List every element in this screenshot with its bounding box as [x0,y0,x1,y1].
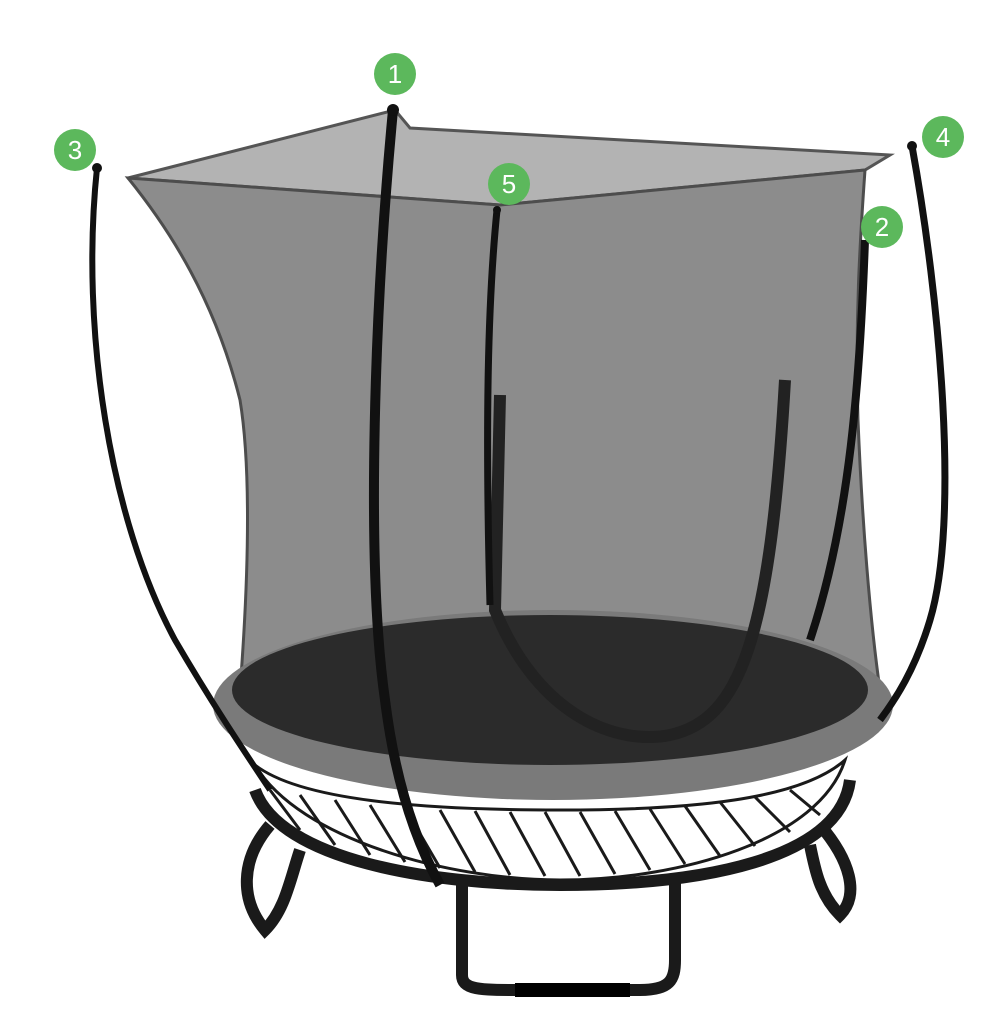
leg-front [456,880,681,996]
marker-1-label: 1 [388,59,402,89]
marker-4-label: 4 [936,122,950,152]
marker-3: 3 [54,129,96,171]
pole-5 [484,209,501,606]
leg-right [804,821,857,924]
pole-1 [368,109,445,888]
inner-pole-u [488,379,791,744]
pole-2 [806,239,869,642]
pole-tip-1 [387,104,399,116]
frame-ring [249,778,856,892]
leg-left [240,821,306,939]
springs [268,788,821,877]
marker-3-label: 3 [68,135,82,165]
marker-2-label: 2 [875,212,889,242]
marker-5-label: 5 [502,169,516,199]
pole-tip-4 [907,141,917,151]
marker-4: 4 [922,116,964,158]
marker-5: 5 [488,163,530,205]
marker-2: 2 [861,206,903,248]
marker-1: 1 [374,53,416,95]
pole-tip-5 [493,206,501,214]
pole-tip-3 [92,163,102,173]
pole-3 [89,167,273,792]
pole-4 [877,145,949,723]
